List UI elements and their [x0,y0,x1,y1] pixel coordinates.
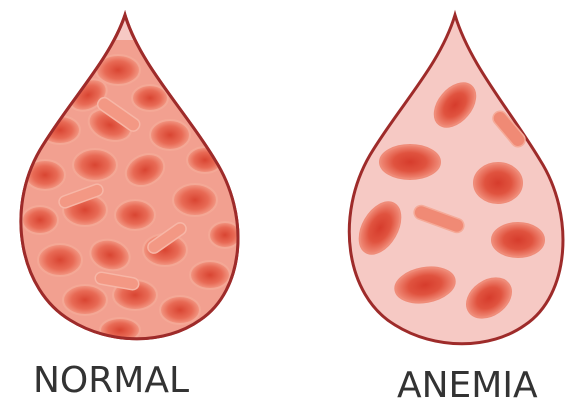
normal-blood-drop [20,15,250,342]
red-blood-cell [73,149,117,181]
anemia-label: ANEMIA [397,368,538,404]
normal-cells-cluster [20,40,250,342]
red-blood-cell [150,120,190,150]
red-blood-cell [132,85,168,111]
red-blood-cell [380,145,440,179]
normal-label: NORMAL [33,363,189,399]
red-blood-cell [474,163,522,203]
red-blood-cell [160,296,200,324]
red-blood-cell [63,285,107,315]
red-blood-cell [190,261,230,289]
anemia-blood-drop [349,15,563,344]
anemia-drop-outline [349,15,563,344]
red-blood-cell [38,244,82,276]
red-blood-cell [187,147,223,173]
red-blood-cell [22,206,58,234]
red-blood-cell [25,160,65,190]
red-blood-cell [115,200,155,230]
red-blood-cell [492,223,544,257]
red-blood-cell [173,184,217,216]
